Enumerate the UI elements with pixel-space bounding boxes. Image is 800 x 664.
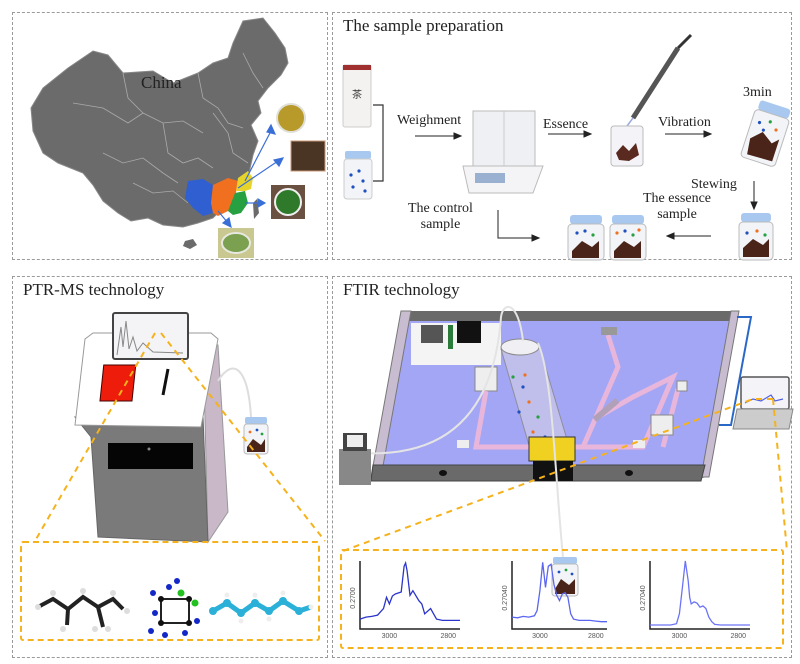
spectrum-chart-1: 3000 2800 0.2700 (350, 560, 460, 640)
map-panel: China (12, 12, 328, 260)
spectrum-chart-3: 3000 2800 0.27040 (640, 560, 750, 640)
stewing-label: Stewing (691, 177, 737, 192)
x-tick-label: 2800 (730, 633, 746, 640)
y-axis-label: 0.27040 (502, 585, 509, 610)
spectrum-axes (511, 561, 607, 630)
mirror-right (676, 380, 688, 392)
ptr-ms-panel: PTR-MS technology (12, 276, 328, 658)
ftir-sample-jar (551, 557, 579, 597)
mirror-top (601, 327, 617, 335)
front-display-window (108, 443, 193, 469)
tea-canister: 茶 (342, 64, 372, 128)
svg-text:茶: 茶 (352, 88, 362, 101)
ftir-title: FTIR technology (343, 280, 460, 299)
duration-label: 3min (743, 85, 772, 100)
ftir-spectra: 3000 2800 0.2700 3000 2800 0.27040 3000 2800 0.2… (350, 560, 750, 640)
monitor-screen (112, 312, 189, 360)
region-green (228, 191, 248, 215)
molecule-chlorinated (148, 578, 200, 638)
bracket-connector (373, 104, 384, 182)
hainan-island (183, 239, 197, 249)
projection-lines (34, 332, 326, 542)
spectrum-line-2 (511, 562, 607, 623)
flow-arrows (415, 130, 758, 242)
essence-label: Essence (543, 117, 589, 132)
spectrum-axes (649, 561, 750, 630)
yellow-sample-stage (528, 436, 576, 462)
ftir-instrument (339, 306, 794, 597)
province-borders (72, 52, 264, 204)
molecule-linear-alkane (209, 590, 314, 624)
sample-prep-panel: The sample preparation 茶 (332, 12, 792, 261)
spectrum-chart-2: 3000 2800 0.27040 (502, 561, 607, 640)
ptr-ms-instrument (34, 312, 326, 638)
sample-prep-diagram: 茶 (342, 33, 791, 261)
sample-tube (217, 367, 252, 418)
pump-device (339, 433, 371, 485)
spectrum-line-1 (359, 560, 460, 622)
reflector-box (650, 414, 674, 436)
ftir-panel: FTIR technology (332, 276, 794, 658)
x-tick-label: 2800 (588, 633, 604, 640)
sample-jar (243, 417, 269, 455)
sample-arrows (217, 123, 285, 229)
pipette (626, 33, 693, 127)
y-axis-label: 0.27040 (640, 585, 647, 610)
weighment-label: Weighment (397, 113, 462, 128)
molecule-branched-alkane (35, 588, 130, 632)
red-notebook (99, 364, 137, 402)
pen-icon (161, 368, 170, 396)
ptr-ms-title: PTR-MS technology (23, 280, 165, 299)
beaker-with-tea (610, 125, 644, 167)
control-sample-jar (567, 215, 605, 261)
vibration-label: Vibration (658, 115, 711, 130)
tea-image-dark (290, 140, 326, 172)
y-axis-label: 0.2700 (350, 587, 357, 609)
essence-result-jar (609, 215, 647, 261)
china-map (30, 17, 326, 258)
region-blue (185, 179, 213, 216)
spectrum-axes (359, 561, 460, 630)
sample-prep-title: The sample preparation (343, 16, 504, 35)
essence-sample-label: The essence sample (643, 191, 712, 222)
x-tick-label: 3000 (532, 633, 548, 640)
analytical-balance (462, 110, 544, 194)
blank-jar (343, 151, 373, 200)
ftir-projection-lines (342, 398, 788, 552)
region-orange (211, 178, 238, 216)
laptop (732, 376, 794, 430)
ptr-ms-molecule-box (20, 541, 320, 641)
ftir-spectra-box (340, 549, 784, 649)
gas-tube (360, 306, 524, 455)
beamsplitter (592, 398, 620, 422)
essence-sample-jar (738, 213, 774, 261)
x-tick-label: 3000 (382, 633, 398, 640)
data-cable (719, 316, 753, 426)
china-landmass (30, 17, 289, 228)
spectrum-line-3 (650, 560, 750, 626)
country-label: China (141, 73, 182, 92)
tea-image-yellow (276, 103, 306, 133)
x-tick-label: 2800 (440, 633, 456, 640)
x-tick-label: 3000 (672, 633, 688, 640)
vibrating-jar (740, 100, 791, 167)
control-sample-label: The control sample (408, 201, 473, 232)
